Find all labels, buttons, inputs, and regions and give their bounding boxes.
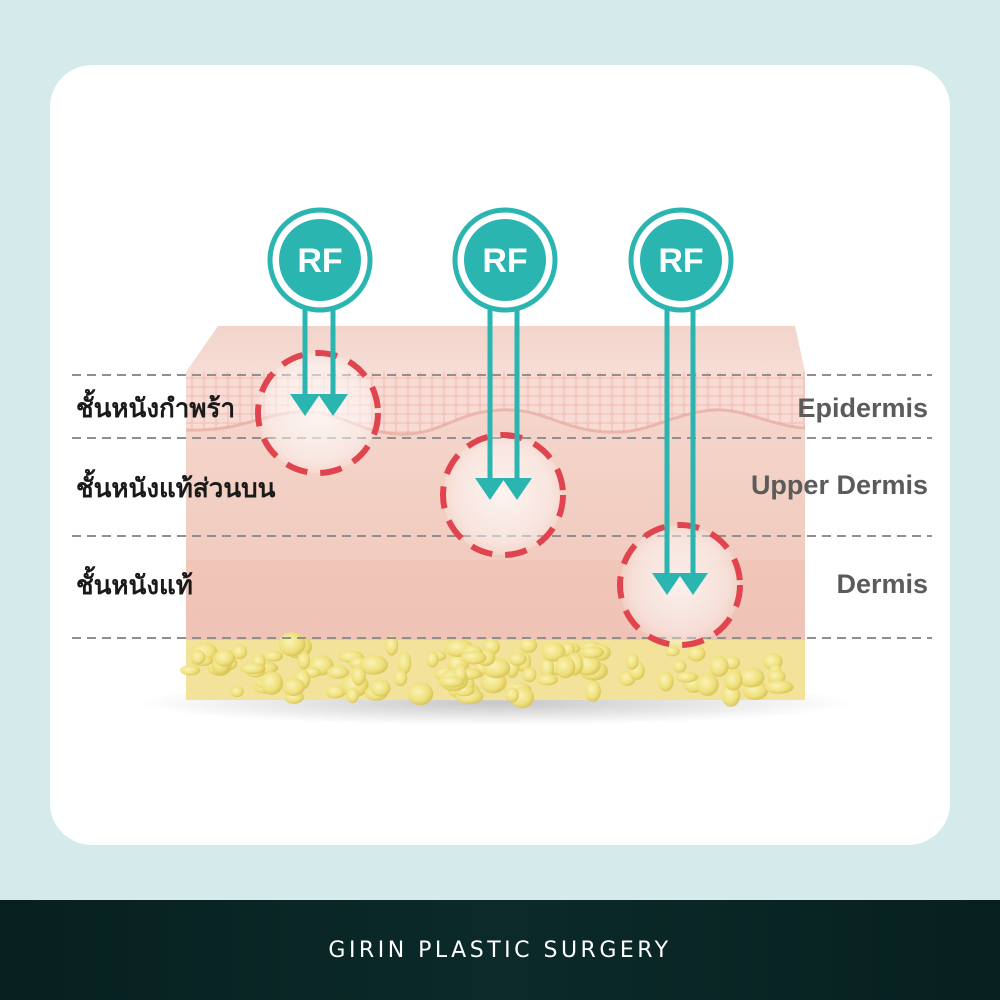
fat-cell [672, 659, 687, 673]
skin-block [180, 326, 806, 709]
fat-cell [262, 650, 284, 662]
fat-cell [282, 677, 305, 697]
rf-badge-1: RF [267, 207, 373, 313]
fat-cell [232, 644, 248, 660]
rf-arrows [302, 300, 696, 575]
target-zone-upper-dermis [440, 432, 566, 558]
target-zone-epidermis [255, 350, 381, 476]
fat-cell [540, 655, 555, 680]
fat-cell [278, 632, 306, 657]
layer-label-dermis-th: ชั้นหนังแท้ [76, 571, 193, 601]
fat-cell [664, 646, 680, 657]
fat-cell [370, 679, 391, 697]
rf-label: RF [482, 242, 527, 280]
fat-cell [537, 674, 559, 686]
rf-label: RF [658, 242, 703, 280]
fat-cell [326, 665, 350, 679]
fat-cell [240, 663, 266, 674]
fat-cell [393, 669, 408, 687]
fat-cell [346, 688, 359, 704]
fat-cell [505, 687, 519, 703]
rf-badge-2: RF [452, 207, 558, 313]
target-zone-dermis [617, 522, 743, 648]
fat-cell [351, 665, 366, 686]
layer-dividers [72, 374, 932, 639]
fat-cell [522, 666, 537, 683]
layer-label-upper-dermis-th: ชั้นหนังแท้ส่วนบน [76, 474, 276, 504]
fat-cell [541, 641, 566, 662]
layer-label-epidermis-en: Epidermis [797, 393, 928, 423]
fat-cell [230, 686, 244, 698]
fat-cell [325, 685, 346, 699]
fat-cell [191, 649, 206, 665]
fat-cell [438, 676, 465, 688]
fat-cell [519, 637, 538, 653]
layer-label-dermis-en: Dermis [836, 569, 928, 599]
rf-badge-3: RF [628, 207, 734, 313]
fat-cell [738, 667, 765, 688]
fat-cells [180, 632, 794, 709]
fat-cell [696, 673, 719, 696]
fat-cell [407, 682, 434, 706]
footer-bar: GIRIN PLASTIC SURGERY [0, 900, 1000, 1000]
fat-cell [397, 651, 412, 675]
rf-label: RF [297, 242, 342, 280]
fat-cell [625, 652, 639, 670]
footer-brand: GIRIN PLASTIC SURGERY [328, 937, 672, 963]
fat-cell [764, 680, 794, 694]
skin-layer-diagram: RF RF RF [72, 207, 932, 725]
fat-cell [460, 650, 487, 665]
fat-cell [579, 646, 605, 659]
layer-label-epidermis-th: ชั้นหนังกำพร้า [76, 394, 236, 424]
fat-cell [180, 665, 201, 676]
rf-arrowheads [290, 394, 708, 595]
fat-cell [260, 671, 284, 695]
fat-cell [555, 656, 576, 679]
fat-cell [359, 655, 389, 675]
fat-cell [675, 671, 698, 683]
fat-cell [709, 655, 729, 677]
fat-cell [584, 680, 601, 702]
fat-cell [767, 669, 786, 685]
fat-cell [724, 670, 743, 691]
fat-cell [687, 645, 706, 662]
fat-cell [658, 671, 674, 692]
fat-cell [508, 652, 527, 666]
fat-cell [385, 635, 399, 656]
fat-cell [426, 651, 439, 668]
fat-cell [214, 649, 236, 667]
fat-cell [297, 651, 311, 670]
layer-label-upper-dermis-en: Upper Dermis [750, 470, 928, 500]
